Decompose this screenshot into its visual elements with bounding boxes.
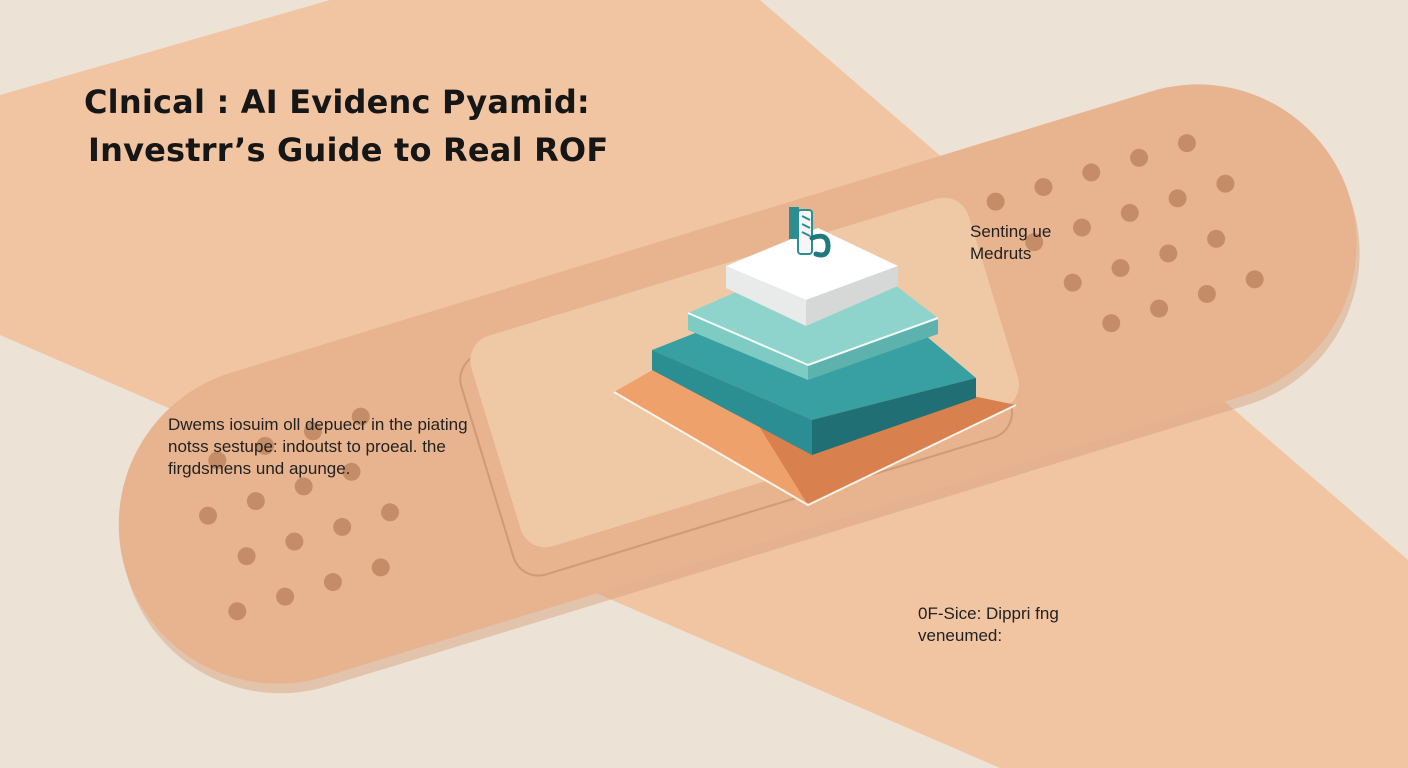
annotation-bottom-line-2: veneumed: xyxy=(918,626,1003,645)
caduceus-icon xyxy=(789,207,831,258)
pyramid-tier-upper-edge-right xyxy=(807,317,939,366)
annotation-bottom-line-1: 0F-Sice: Dippri fng xyxy=(918,604,1059,623)
left-dots xyxy=(199,407,400,621)
title-line-2: Investrr’s Guide to Real ROF xyxy=(88,131,609,169)
pyramid-tier-top-left xyxy=(726,266,806,326)
pyramid-tier-base-left xyxy=(614,340,808,505)
title-line-1: Clnical : AI Evidenc Pyamid: xyxy=(84,83,590,121)
annotation-left-line-2: notss sestupe: indoutst to proeal. the xyxy=(168,437,446,456)
annotation-left-line-1: Dwems iosuim oll depuecr in the piating xyxy=(168,415,468,434)
annotation-right-top-line-1: Senting ue xyxy=(970,222,1052,241)
annotation-left: Dwems iosuim oll depuecr in the piating … xyxy=(168,414,508,480)
annotation-bottom: 0F-Sice: Dippri fng veneumed: xyxy=(918,603,1138,647)
pyramid-tier-upper-right xyxy=(808,318,938,380)
pyramid-tier-upper-edge xyxy=(687,312,809,366)
pyramid-tier-upper-left xyxy=(688,313,808,380)
pyramid-tier-middle-right xyxy=(812,378,976,455)
right-dots xyxy=(986,134,1264,333)
annotation-left-line-3: firgdsmens und apunge. xyxy=(168,459,351,478)
pyramid-tier-base-edge xyxy=(613,391,1017,507)
page-title: Clnical : AI Evidenc Pyamid: Investrr’s … xyxy=(84,78,684,174)
annotation-right-top-line-2: Medruts xyxy=(970,244,1032,263)
evidence-pyramid xyxy=(613,228,1017,507)
pyramid-tier-top-right xyxy=(806,266,898,326)
pyramid-tier-top-face xyxy=(726,228,898,300)
pyramid-tier-middle-left xyxy=(652,350,812,455)
annotation-right-top: Senting ue Medruts xyxy=(970,221,1130,265)
